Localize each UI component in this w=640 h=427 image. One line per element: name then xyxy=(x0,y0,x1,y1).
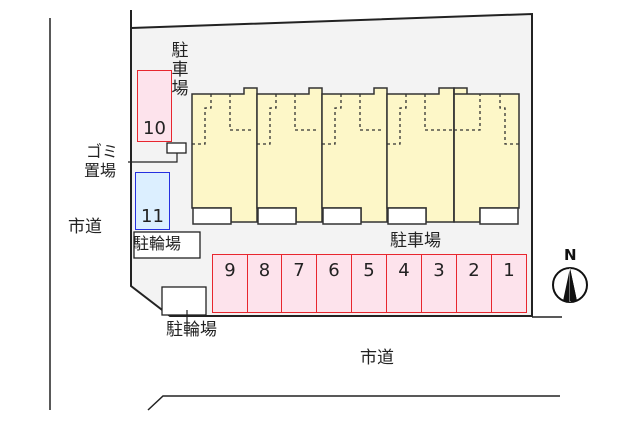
north-compass-icon xyxy=(552,267,588,303)
west-road-label: 市道 xyxy=(68,217,102,237)
bicycle-parking-bottom-box xyxy=(161,286,207,316)
bicycle-parking-left-label: 駐輪場 xyxy=(133,234,182,253)
south-road-edge xyxy=(147,395,560,411)
parking-slot-5[interactable]: 5 xyxy=(351,254,387,313)
parking-slot-3[interactable]: 3 xyxy=(421,254,457,313)
parking-slot-2[interactable]: 2 xyxy=(456,254,492,313)
parking-slot-8[interactable]: 8 xyxy=(246,254,283,313)
apartment-building xyxy=(191,87,520,225)
parking-slot-11[interactable]: 11 xyxy=(135,172,170,230)
building-interior-lines xyxy=(192,94,519,145)
compass-north-label: N xyxy=(564,246,577,264)
parking-slot-4[interactable]: 4 xyxy=(386,254,422,313)
parking-slot-10[interactable]: 10 xyxy=(137,70,172,142)
parking-slot-1[interactable]: 1 xyxy=(491,254,527,313)
parking-slot-6[interactable]: 6 xyxy=(316,254,352,313)
garbage-area-label: ゴミ 置場 xyxy=(84,142,119,180)
parking-slot-9[interactable]: 9 xyxy=(212,254,248,313)
garbage-area-box xyxy=(166,142,187,154)
parking-slot-7[interactable]: 7 xyxy=(281,254,317,313)
bicycle-parking-bottom-label: 駐輪場 xyxy=(166,320,217,340)
bicycle-parking-left-box xyxy=(133,231,201,259)
main-parking-label: 駐車場 xyxy=(390,231,441,251)
south-road-label: 市道 xyxy=(360,348,394,368)
parking-vertical-label: 駐 車 場 xyxy=(171,41,189,99)
